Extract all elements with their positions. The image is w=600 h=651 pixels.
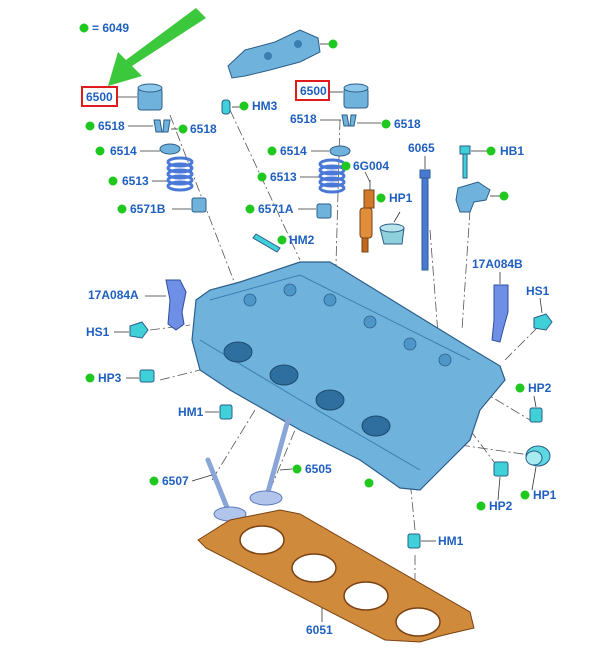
tappet-left: 6500 — [81, 83, 163, 111]
dot — [239, 101, 249, 111]
dot — [149, 476, 159, 486]
tappet-right: 6500 — [295, 80, 369, 109]
keepers-left: 6518 6518 — [85, 119, 217, 136]
dot — [257, 172, 267, 182]
dot — [267, 146, 277, 156]
hp3-plug: HP3 — [85, 369, 155, 385]
label-6500-right: 6500 — [300, 84, 327, 98]
fuel-injector: 6G004 — [341, 159, 389, 253]
dot — [381, 119, 391, 129]
dot — [364, 478, 374, 488]
label-hm3: HM3 — [252, 99, 278, 113]
label-6513-right: 6513 — [270, 170, 297, 184]
label-hm1-bottom: HM1 — [438, 534, 464, 548]
label-6g004: 6G004 — [353, 159, 389, 173]
hs1-left: HS1 — [86, 321, 149, 339]
label-hp3: HP3 — [98, 371, 122, 385]
label-6571b: 6571B — [130, 202, 166, 216]
label-hm1-left: HM1 — [178, 405, 204, 419]
hp1-bottom-plug: HP1 — [520, 445, 557, 502]
label-hs1-left: HS1 — [86, 325, 110, 339]
label-6518-right-a: 6518 — [290, 112, 317, 126]
label-6571a: 6571A — [258, 202, 294, 216]
dot — [178, 124, 188, 134]
bracket-17a084b: 17A084B — [472, 257, 523, 343]
dot — [499, 191, 509, 201]
hm1-left: HM1 — [178, 404, 233, 420]
legend: = 6049 — [79, 21, 129, 35]
hb1-bolt: HB1 — [459, 144, 524, 179]
dot — [95, 146, 105, 156]
valvetrain-left: 6500 6518 6518 6514 — [81, 83, 217, 216]
label-6505: 6505 — [305, 462, 332, 476]
highlight-box — [295, 80, 330, 101]
legend-dot — [79, 23, 89, 33]
label-6518-left-a: 6518 — [98, 119, 125, 133]
valvetrain-right: 6500 6518 6518 6514 6513 — [245, 80, 421, 219]
label-hp1-bottom: HP1 — [533, 488, 557, 502]
dot — [292, 464, 302, 474]
valve-6507: 6507 — [149, 457, 247, 522]
dot — [85, 121, 95, 131]
cylinder-head — [191, 261, 506, 491]
spring-left: 6513 — [108, 156, 194, 192]
label-6051: 6051 — [306, 623, 333, 637]
label-hb1: HB1 — [500, 144, 524, 158]
head-gasket: 6051 — [197, 509, 475, 643]
label-hp1-top: HP1 — [389, 191, 413, 205]
label-6514-left: 6514 — [110, 144, 137, 158]
dot — [515, 383, 525, 393]
highlight-box — [81, 86, 118, 107]
dot — [245, 204, 255, 214]
seal-left: 6571B — [117, 197, 207, 216]
label-6513-left: 6513 — [122, 174, 149, 188]
legend-text: = 6049 — [92, 21, 129, 35]
dot — [486, 146, 496, 156]
label-hp2-right: HP2 — [528, 381, 552, 395]
cam-cap-small — [455, 181, 509, 213]
dot — [520, 490, 530, 500]
dot — [277, 235, 287, 245]
bolt-6065: 6065 — [408, 141, 435, 271]
hm1-bottom: HM1 — [407, 533, 464, 549]
label-hp2-bottom: HP2 — [489, 499, 513, 513]
dot — [476, 501, 486, 511]
label-6500-left: 6500 — [86, 90, 113, 104]
hp2-right: HP2 — [515, 381, 552, 423]
hp2-bottom: HP2 — [476, 461, 513, 513]
label-6507: 6507 — [162, 474, 189, 488]
hm3-part: HM3 — [221, 99, 278, 115]
dot — [341, 161, 351, 171]
dot — [117, 204, 127, 214]
valve-6505: 6505 — [249, 417, 332, 506]
retainer-left: 6514 — [95, 143, 181, 158]
label-17a084a: 17A084A — [88, 288, 139, 302]
keepers-right: 6518 6518 — [290, 112, 421, 131]
hs1-right: HS1 — [526, 284, 553, 331]
dot — [376, 193, 386, 203]
camshaft-cap — [227, 29, 338, 79]
label-6518-right-b: 6518 — [394, 117, 421, 131]
hp1-top-plug: HP1 — [376, 191, 413, 245]
seal-right: 6571A — [245, 202, 332, 219]
dot — [328, 39, 338, 49]
label-6514-right: 6514 — [280, 144, 307, 158]
highlight-arrow — [108, 8, 206, 86]
label-17a084b: 17A084B — [472, 257, 523, 271]
bracket-17a084a: 17A084A — [88, 279, 187, 331]
dot — [108, 176, 118, 186]
dot — [85, 373, 95, 383]
hm2-part: HM2 — [252, 233, 315, 253]
spring-right: 6513 — [257, 158, 346, 194]
label-6065: 6065 — [408, 141, 435, 155]
label-hs1-right: HS1 — [526, 284, 550, 298]
label-hm2: HM2 — [289, 233, 315, 247]
label-6518-left-b: 6518 — [190, 122, 217, 136]
retainer-right: 6514 — [267, 144, 351, 158]
